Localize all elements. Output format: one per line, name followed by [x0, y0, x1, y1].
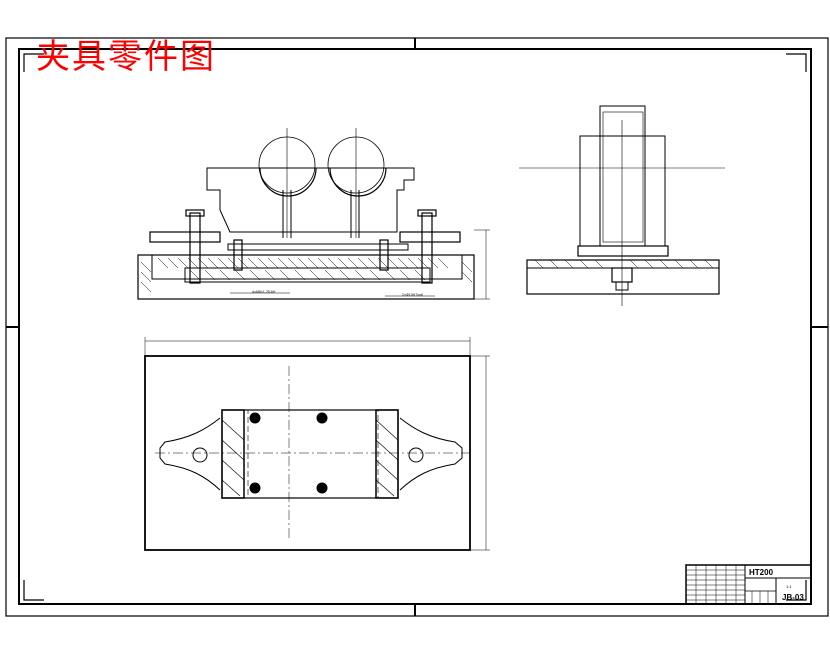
front-dimension-right: 2×Φ10H7/m6 [402, 293, 423, 297]
drawing-number: JB-03 [782, 593, 804, 602]
material-label: HT200 [749, 568, 774, 577]
title-block [685, 564, 812, 605]
scale-note: 1:1 [786, 584, 792, 589]
side-view [519, 105, 725, 306]
drawing-title: 夹具零件图 [36, 37, 216, 77]
drawing-frame [5, 37, 829, 617]
plan-view [144, 337, 490, 551]
front-dimension-left: 4×M8×1.25-6H [252, 290, 276, 294]
front-section-view [137, 128, 490, 300]
